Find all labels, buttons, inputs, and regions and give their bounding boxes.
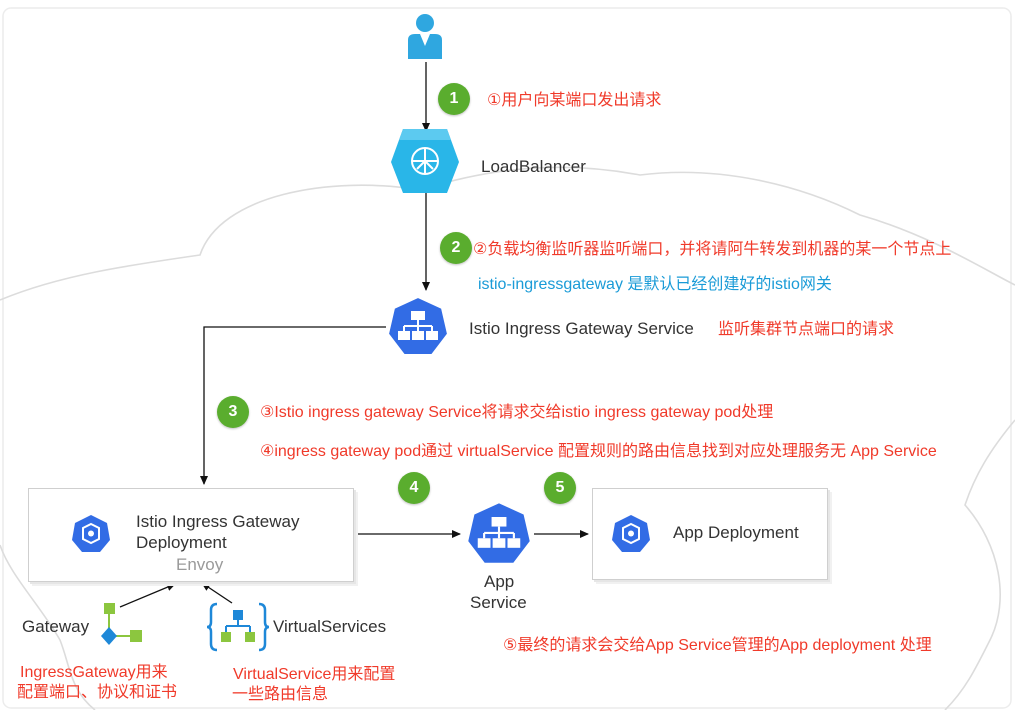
k8s-deployment-icon	[612, 515, 650, 552]
k8s-service-icon	[465, 500, 533, 565]
virtual-service-icon	[207, 602, 269, 652]
cloud-outline	[0, 166, 1015, 710]
user-icon	[408, 14, 442, 59]
k8s-service-icon	[386, 295, 450, 356]
step-badge-4: 4	[398, 472, 430, 504]
arrow-gateway-to-deployment	[119, 583, 176, 608]
virtual-services-label: VirtualServices	[273, 617, 387, 636]
gateway-label: Gateway	[22, 617, 90, 636]
annotation-ingress-default: istio-ingressgateway 是默认已经创建好的istio网关	[478, 276, 832, 293]
istio-ingress-deployment-box	[28, 488, 354, 582]
step-badge-2: 2	[440, 232, 472, 264]
annotation-step5: ⑤最终的请求会交给App Service管理的App deployment 处理	[503, 637, 932, 654]
step-badge-5: 5	[544, 472, 576, 504]
step-badge-1: 1	[438, 83, 470, 115]
annotation-step2: ②负载均衡监听器监听端口，并将请阿牛转发到机器的某一个节点上	[473, 241, 952, 258]
load-balancer-icon	[391, 129, 459, 193]
envoy-label: Envoy	[176, 555, 224, 574]
load-balancer-label: LoadBalancer	[481, 157, 586, 176]
istio-gateway-service-label: Istio Ingress Gateway Service	[469, 319, 694, 338]
deployment-label-line1: Istio Ingress Gateway	[136, 512, 300, 531]
app-service-label-line1: App	[484, 572, 515, 591]
frame	[2, 7, 1012, 709]
annotation-step3: ③Istio ingress gateway Service将请求交给istio…	[260, 404, 774, 421]
annotation-step1: ①用户向某端口发出请求	[487, 92, 662, 109]
deployment-label-line2: Deployment	[136, 533, 227, 552]
app-deployment-label: App Deployment	[673, 523, 799, 542]
k8s-deployment-icon	[72, 515, 110, 552]
arrow-service-to-deployment	[200, 326, 386, 485]
annotation-listen-nodes: 监听集群节点端口的请求	[718, 321, 895, 338]
arrow-vs-to-deployment	[201, 582, 233, 604]
app-service-label-line2: Service	[470, 593, 527, 612]
step-badge-3: 3	[217, 396, 249, 428]
annotation-vs-note-line2: 一些路由信息	[232, 686, 329, 703]
gateway-icon	[101, 603, 142, 645]
annotation-gateway-note-line1: IngressGateway用来	[20, 664, 168, 681]
annotation-gateway-note-line2: 配置端口、协议和证书	[17, 684, 178, 701]
annotation-step4: ④ingress gateway pod通过 virtualService 配置…	[260, 443, 937, 460]
annotation-vs-note-line1: VirtualService用来配置	[233, 666, 396, 683]
